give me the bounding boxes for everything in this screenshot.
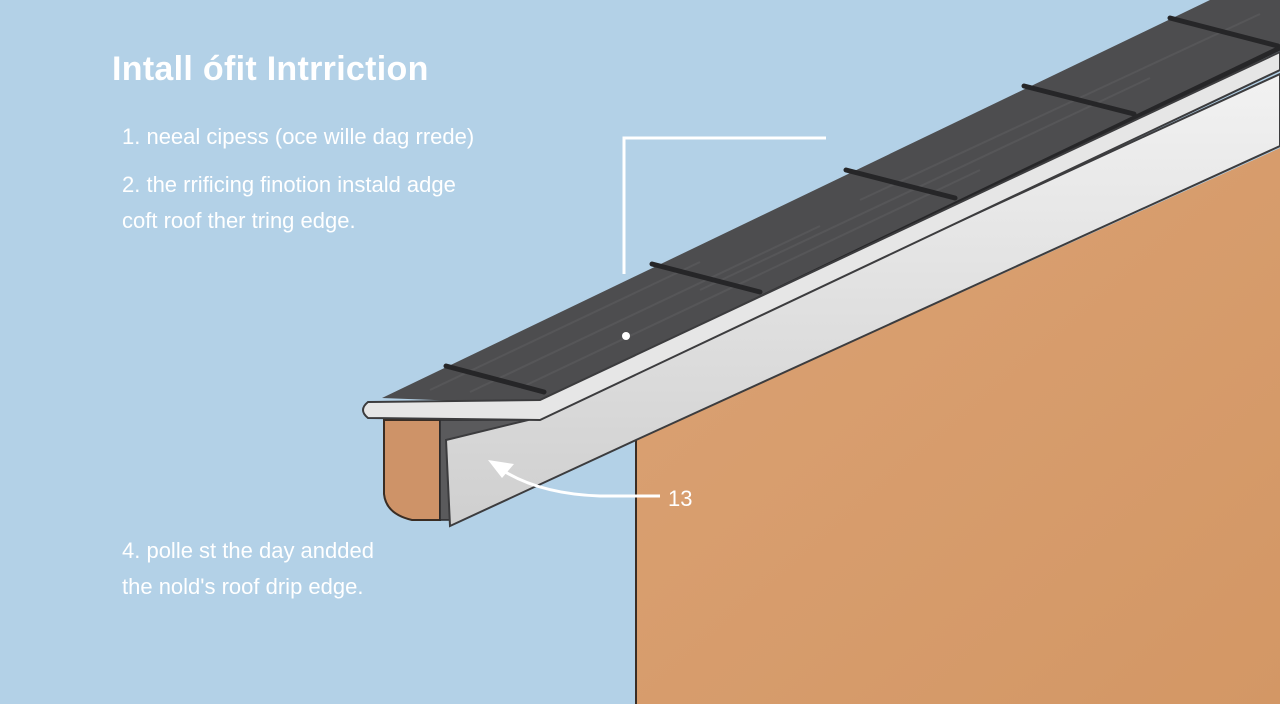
house-wall: [636, 148, 1280, 704]
fascia-board: [383, 419, 441, 521]
step-2-text-line-1: 2. the rrificing finotion instald adge: [122, 172, 456, 197]
callout-arrowhead: [488, 460, 514, 478]
step-1-text: 1. neeal cipess (oce wille dag rrede): [122, 124, 475, 149]
callout-label-13: 13: [668, 486, 693, 511]
callout-arrow-13: [501, 468, 660, 498]
roof-shingles: [382, 0, 1280, 404]
callout-leader-top: [622, 136, 826, 274]
step-4-text-line-2: the nold's roof drip edge.: [122, 574, 364, 599]
diagram-title: Intall ófit Intrriction: [112, 50, 429, 88]
shingle-texture: [429, 13, 1261, 393]
step-4-text-line-1: 4. polle st the day andded: [122, 538, 374, 563]
step-2-text-line-2: coft roof ther tring edge.: [122, 208, 356, 233]
drip-edge-lip: [362, 50, 1280, 422]
callout-dot: [622, 332, 630, 340]
